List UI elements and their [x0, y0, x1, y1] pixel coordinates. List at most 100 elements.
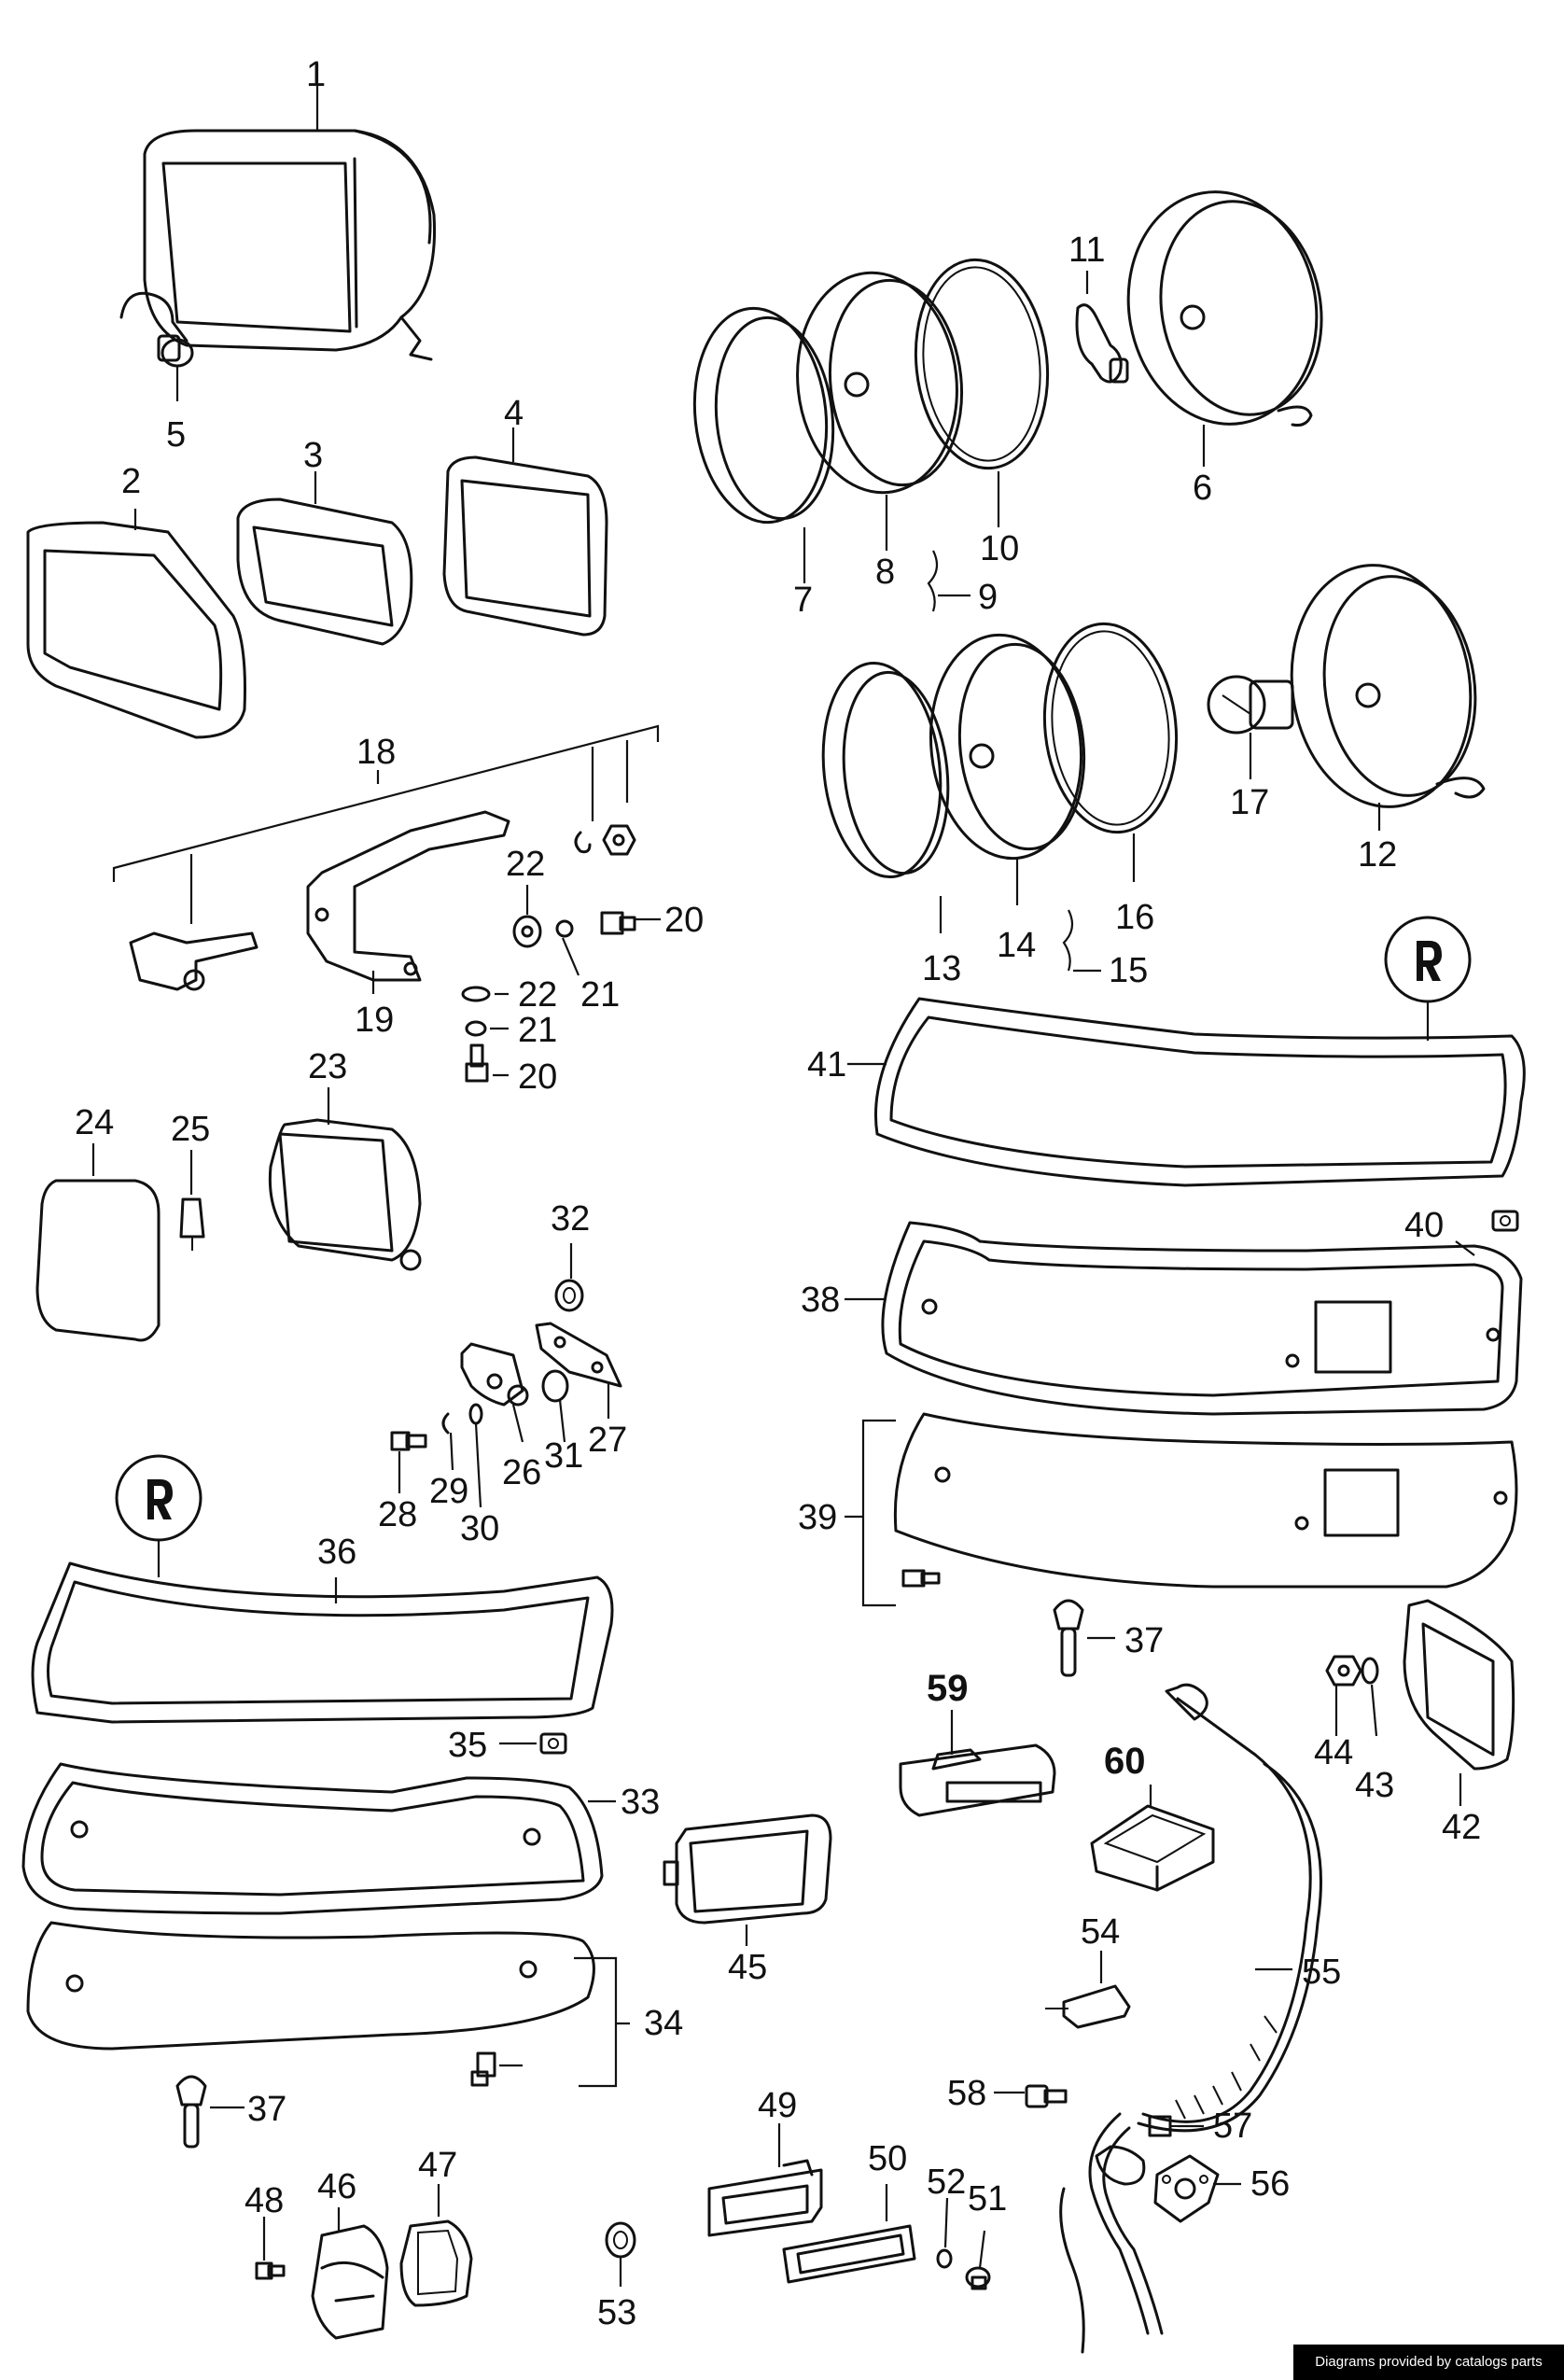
screw-part-57	[1148, 2115, 1178, 2137]
screw-right-39	[901, 1569, 941, 1588]
callout-14: 14	[997, 926, 1036, 965]
callout-37b: 37	[1124, 1621, 1164, 1660]
bulb-part-17	[1207, 675, 1294, 735]
callout-1: 1	[306, 55, 326, 94]
fog-lamp-housing-part-12	[1290, 564, 1486, 808]
callout-22b: 22	[518, 975, 557, 1015]
bolt-lower-20	[465, 1043, 489, 1083]
callout-11: 11	[1068, 231, 1105, 270]
callout-8: 8	[875, 553, 895, 592]
lens-gasket-part-16	[1042, 622, 1179, 834]
spacer-part-31	[541, 1369, 569, 1403]
callout-50: 50	[868, 2139, 907, 2178]
side-lamp-lens-part-24	[35, 1179, 161, 1342]
callout-40: 40	[1404, 1206, 1444, 1245]
fog-lens-part-8	[796, 271, 964, 495]
callout-18: 18	[356, 733, 396, 772]
credit-banner: Diagrams provided by catalogs parts	[1293, 2345, 1564, 2380]
callout-52: 52	[927, 2163, 966, 2202]
washer-part-52	[936, 2248, 953, 2269]
callout-10: 10	[980, 529, 1019, 568]
bulb-socket-part-5	[119, 291, 194, 368]
lock-nut-icon	[574, 824, 636, 856]
lens-gasket-part-4	[442, 455, 608, 637]
screw-lower-34	[470, 2051, 496, 2087]
lock-washer-part-29	[441, 1412, 450, 1435]
callout-35: 35	[448, 1726, 487, 1765]
callout-43: 43	[1355, 1766, 1394, 1805]
nut-part-44	[1325, 1655, 1362, 1687]
callout-17: 17	[1230, 783, 1269, 822]
callout-53: 53	[597, 2293, 636, 2332]
callout-28: 28	[378, 1495, 417, 1534]
callout-33: 33	[621, 1783, 660, 1822]
screw-part-48	[255, 2261, 286, 2280]
callout-6: 6	[1193, 469, 1212, 508]
callout-42: 42	[1442, 1808, 1481, 1847]
callout-21: 21	[580, 975, 620, 1015]
gasket-part-47	[399, 2219, 473, 2307]
bulb-holder-part-11	[1075, 303, 1129, 384]
callout-31: 31	[544, 1436, 583, 1476]
callout-46: 46	[317, 2167, 356, 2206]
lamp-housing-part-42	[1403, 1599, 1515, 1771]
washer-part-22	[512, 915, 542, 948]
callout-7: 7	[793, 581, 813, 620]
lens-gasket-part-10	[914, 258, 1050, 470]
washer-part-30	[468, 1403, 483, 1425]
callout-25: 25	[171, 1110, 210, 1149]
lens-part-49	[707, 2159, 823, 2237]
headlight-lens-part-3	[236, 497, 413, 646]
callout-16: 16	[1115, 898, 1154, 937]
callout-49: 49	[758, 2086, 797, 2125]
callout-3: 3	[303, 436, 323, 475]
callout-51: 51	[968, 2179, 1007, 2219]
camera-icon	[539, 1732, 567, 1755]
bolt-part-20	[600, 911, 636, 935]
callout-59: 59	[927, 1668, 969, 1709]
lens-gasket-part-41	[873, 997, 1526, 1187]
callout-labels: 1 5 2 3 4 11 6 7 8 10 9 17 12 13 14 16 1…	[75, 55, 1481, 2332]
callout-2: 2	[121, 462, 141, 501]
callout-4: 4	[504, 394, 524, 433]
grommet-part-32	[554, 1279, 584, 1312]
callout-38: 38	[801, 1281, 840, 1320]
callout-23: 23	[308, 1047, 347, 1086]
lens-gasket-part-36	[31, 1561, 614, 1724]
turn-signal-marker-icon-right	[1384, 916, 1472, 1003]
fog-lamp-housing-part-6	[1126, 190, 1323, 427]
callout-36: 36	[317, 1533, 356, 1572]
washer-lower-21	[465, 1020, 487, 1037]
callout-45: 45	[728, 1948, 767, 1987]
lock-washer-part-21	[555, 919, 574, 938]
gasket-part-50	[782, 2224, 916, 2284]
tail-lamp-lens-part-38	[881, 1221, 1523, 1416]
callout-54: 54	[1081, 1912, 1120, 1952]
socket-part-60	[1090, 1804, 1215, 1892]
grommet-part-53	[605, 2221, 636, 2259]
rivet-part-37-left	[175, 2075, 207, 2149]
side-marker-part-45	[663, 1813, 832, 1925]
callout-34: 34	[644, 2004, 683, 2043]
screw-part-58	[1025, 2084, 1068, 2108]
cable-part-55	[1059, 1683, 1322, 2354]
callout-37: 37	[247, 2090, 286, 2129]
callout-22: 22	[506, 845, 545, 884]
callout-13: 13	[922, 949, 961, 988]
callout-32: 32	[551, 1199, 590, 1239]
callout-9: 9	[978, 578, 998, 617]
bracket-part-19	[306, 810, 510, 982]
callout-21b: 21	[518, 1011, 557, 1050]
bracket-assembly-part-18	[112, 724, 660, 991]
flange-part-56	[1153, 2154, 1220, 2223]
callout-39: 39	[798, 1498, 837, 1537]
turn-signal-marker-icon	[115, 1454, 202, 1542]
callout-15: 15	[1109, 951, 1148, 990]
callout-55: 55	[1302, 1953, 1341, 1992]
callout-5: 5	[166, 415, 186, 455]
callout-27: 27	[588, 1421, 627, 1460]
socket-part-46	[311, 2224, 389, 2340]
callout-41: 41	[807, 1045, 846, 1085]
screw-part-28	[390, 1431, 427, 1451]
